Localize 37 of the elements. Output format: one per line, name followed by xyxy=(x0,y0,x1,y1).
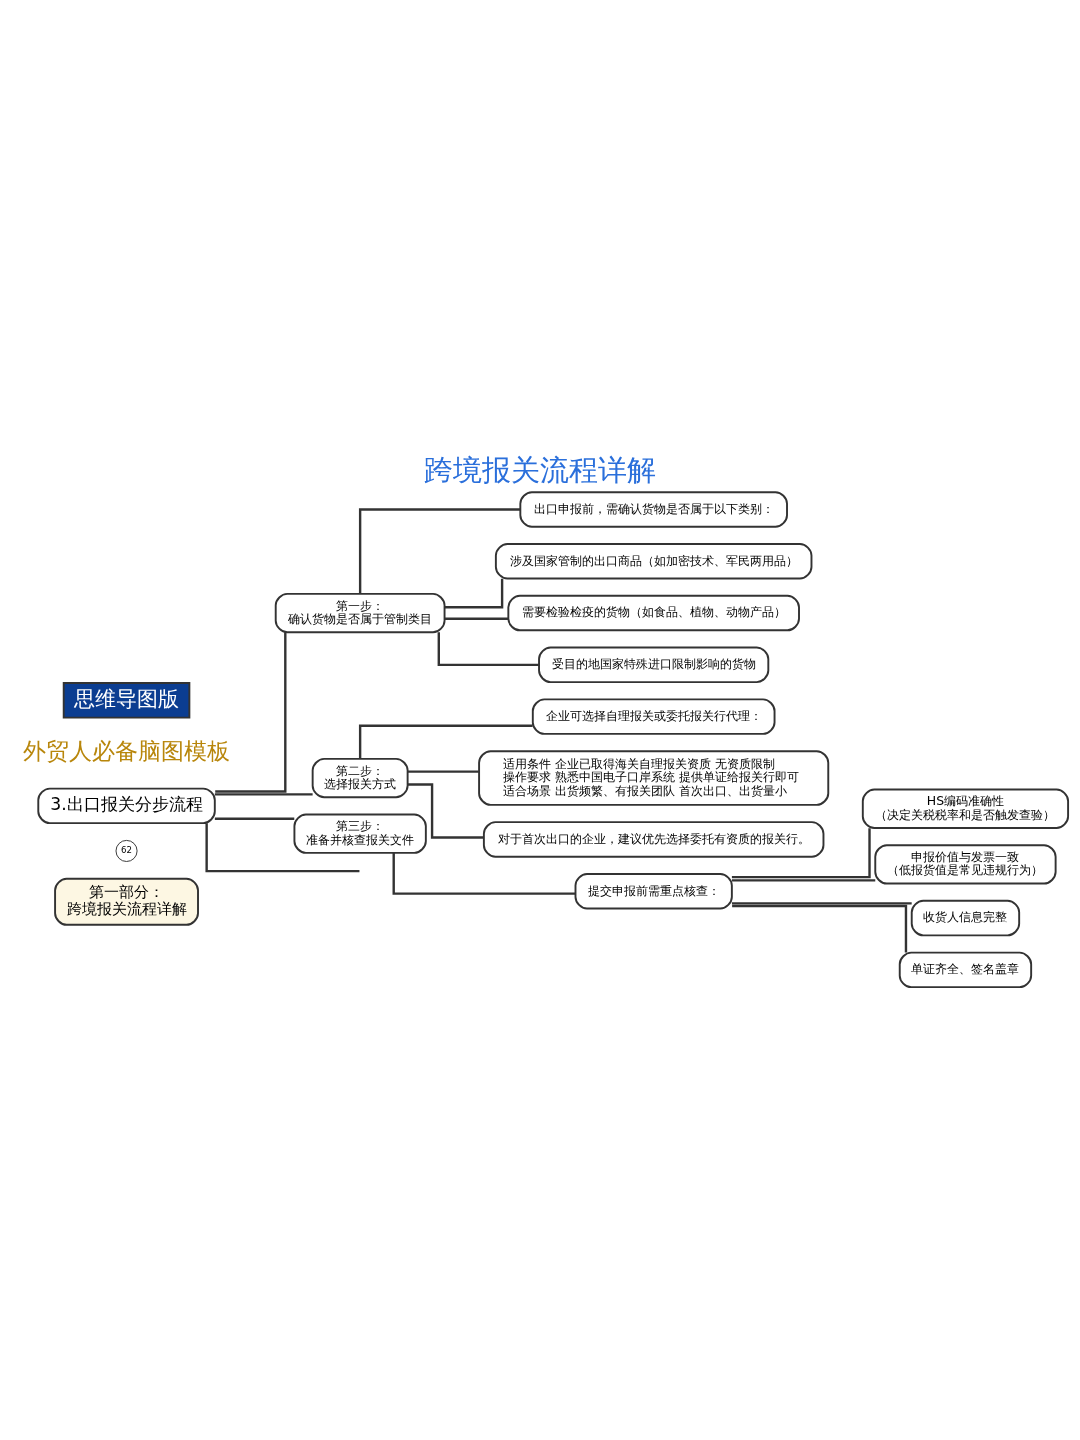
node-box: 第三步： 准备并核查报关文件 xyxy=(293,813,427,854)
connector xyxy=(444,578,504,609)
label: 外贸人必备脑图模板 xyxy=(23,738,231,765)
connector xyxy=(214,817,295,820)
connector xyxy=(214,793,313,796)
connector xyxy=(205,823,360,873)
node-box: 出口申报前，需确认货物是否属于以下类别： xyxy=(519,491,788,528)
node-box: 对于首次出口的企业，建议优先选择委托有资质的报关行。 xyxy=(482,821,825,858)
node-box: 第二步： 选择报关方式 xyxy=(311,757,409,799)
connector xyxy=(437,632,539,667)
connector xyxy=(407,770,479,773)
connector xyxy=(731,879,876,882)
node-box: 第一步： 确认货物是否属于管制类目 xyxy=(274,592,446,634)
connector xyxy=(444,617,509,620)
connector xyxy=(392,853,576,895)
connector xyxy=(407,783,484,839)
node-box: 适用条件 企业已取得海关自理报关资质 无资质限制 操作要求 熟悉中国电子口岸系统 提供单证给报关行即可 适合场景 出货频繁、有报关团队 首次出口、出货量小 xyxy=(478,750,830,806)
connector xyxy=(215,632,287,793)
node-box: 需要检验检疫的货物（如食品、植物、动物产品） xyxy=(507,594,800,632)
label: 思维导图版 xyxy=(74,685,180,711)
node-box: 涉及国家管制的出口商品（如加密技术、军民两用品） xyxy=(494,543,813,580)
connector xyxy=(732,904,908,953)
node-box: 受目的地国家特殊进口限制影响的货物 xyxy=(538,646,770,684)
connector xyxy=(731,828,871,879)
node-box: 企业可选择自理报关或委托报关行代理： xyxy=(531,698,776,735)
node-box: 收货人信息完整 xyxy=(910,899,1021,937)
node-box: 提交申报前需重点核查： xyxy=(574,873,733,910)
connector xyxy=(731,902,912,905)
connector xyxy=(358,724,533,759)
connector xyxy=(358,508,521,594)
node-box: 3.出口报关分步流程 xyxy=(37,787,216,825)
node-circle: 62 xyxy=(115,839,138,862)
diagram-title: 跨境报关流程详解 xyxy=(424,452,656,487)
node-box: 第一部分： 跨境报关流程详解 xyxy=(54,877,199,926)
node-box: 申报价值与发票一致 （低报货值是常见违规行为） xyxy=(874,844,1057,885)
node-box: HS编码准确性 （决定关税税率和是否触发查验） xyxy=(861,788,1070,829)
node-box: 单证齐全、签名盖章 xyxy=(898,951,1033,989)
